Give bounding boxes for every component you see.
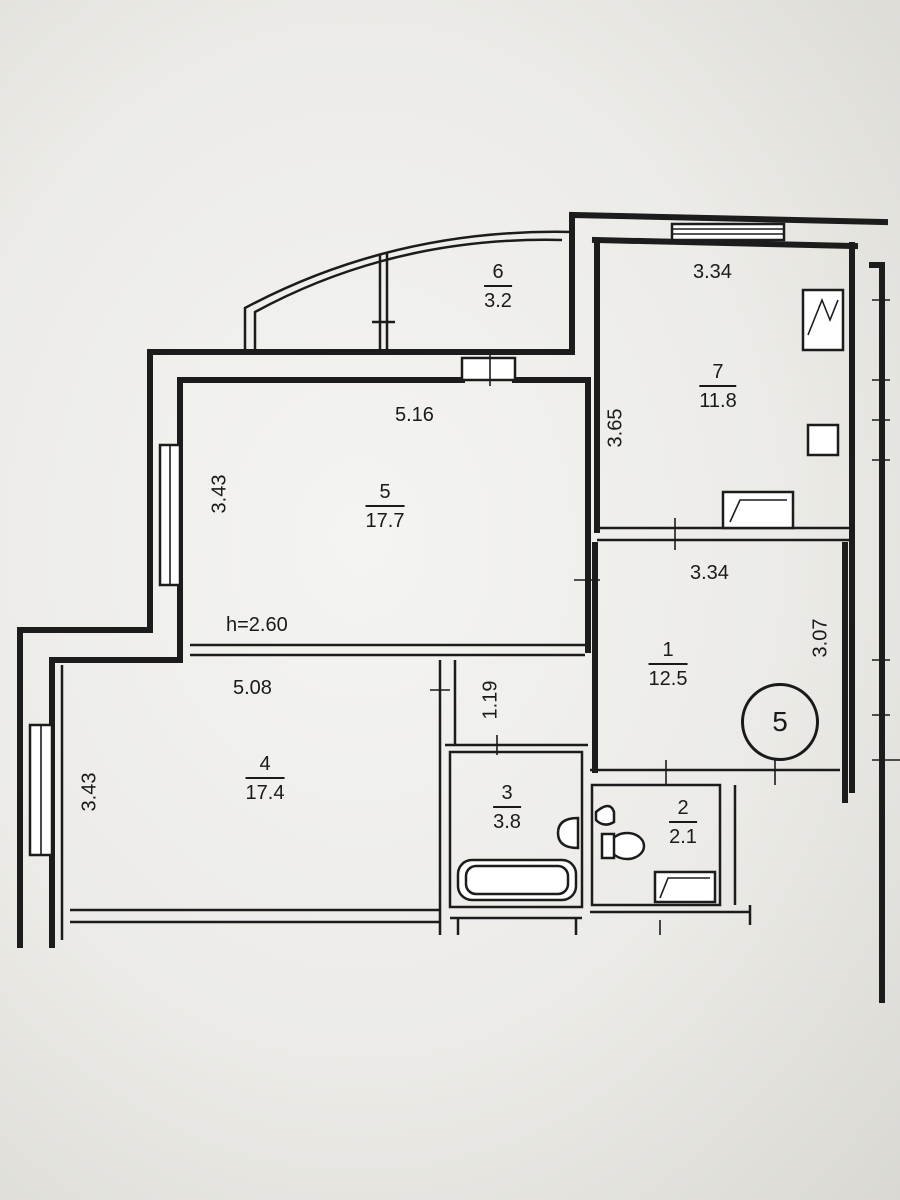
room-3-label: 3 3.8 [493, 783, 521, 832]
room-4-number: 4 [245, 754, 285, 779]
room-7-area: 11.8 [699, 390, 737, 412]
washbasin-fixture [556, 816, 580, 850]
room-5-area: 17.7 [365, 510, 405, 532]
room-2-number: 2 [669, 798, 697, 823]
room-5-depth-label: 3.43 [208, 474, 231, 514]
room-5-width-label: 5.16 [395, 404, 434, 426]
room-4-depth-label: 3.43 [78, 772, 101, 812]
counter-fixture [721, 490, 795, 530]
room-6-number: 6 [484, 262, 512, 287]
room-1-width-label: 3.34 [690, 562, 729, 584]
room-5-label: 5 17.7 [365, 482, 405, 532]
apartment-number-marker: 5 [741, 683, 819, 761]
right-exterior-wall [849, 242, 900, 1003]
corridor-depth-label: 1.19 [479, 680, 502, 720]
room-4-width-label: 5.08 [233, 677, 272, 699]
kitchen-outer-wall [569, 211, 889, 355]
room-7-width-label: 3.34 [693, 261, 732, 283]
balcony-outline [243, 230, 574, 352]
room-3-outline [448, 750, 584, 935]
room-1-number: 1 [648, 640, 688, 665]
room-2-outline [590, 783, 752, 935]
room-1-label: 1 12.5 [648, 640, 688, 690]
room-2-area: 2.1 [669, 826, 697, 848]
room-4-label: 4 17.4 [245, 754, 285, 804]
room-6-label: 6 3.2 [484, 262, 512, 311]
sink-fixture [806, 423, 840, 457]
room-7-label: 7 11.8 [699, 362, 737, 412]
room-2-label: 2 2.1 [669, 798, 697, 847]
room-6-area: 3.2 [484, 290, 512, 312]
small-sink-fixture [594, 804, 616, 826]
room-3-area: 3.8 [493, 811, 521, 833]
stove-fixture [801, 288, 845, 352]
room-3-number: 3 [493, 783, 521, 808]
room-1-outline [445, 542, 848, 803]
room-4-outline [17, 627, 450, 948]
room-1-area: 12.5 [648, 668, 688, 690]
ceiling-height-label: h=2.60 [226, 614, 288, 636]
room-7-depth-label: 3.65 [604, 408, 627, 448]
room-4-area: 17.4 [245, 782, 285, 804]
room-7-outline [594, 242, 850, 550]
room-7-number: 7 [699, 362, 737, 387]
room-5-window [460, 356, 517, 382]
kitchen-window [670, 222, 786, 242]
room-1-depth-label: 3.07 [809, 618, 832, 658]
room-5-outline [147, 349, 600, 657]
room-5-number: 5 [365, 482, 405, 507]
